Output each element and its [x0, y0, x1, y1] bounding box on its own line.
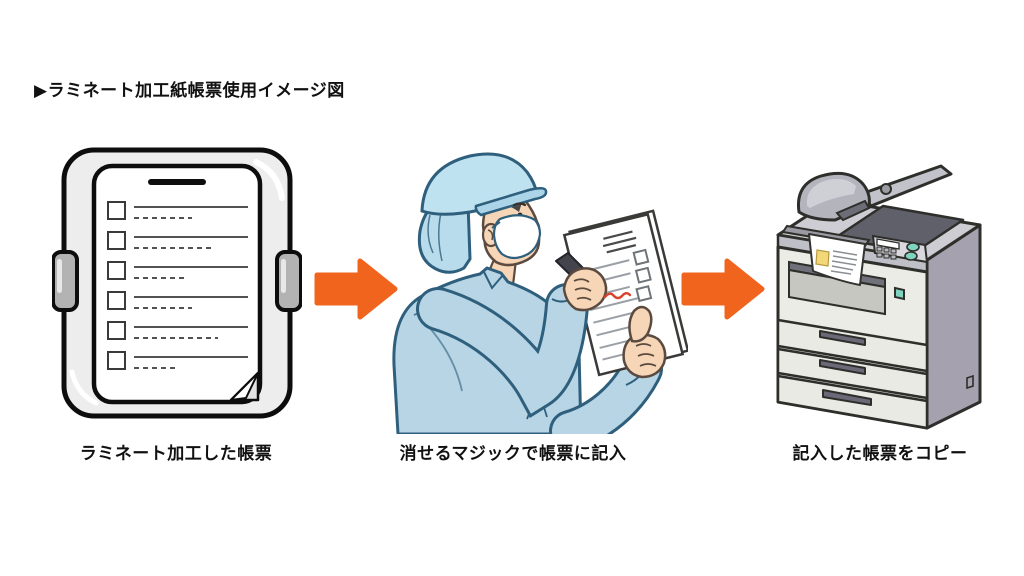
- eyebrow: [512, 202, 527, 207]
- left-hand: [622, 305, 667, 379]
- clip-left: [52, 250, 79, 312]
- right-hand: [562, 267, 608, 312]
- diagram-title: ▶ラミネート加工紙帳票使用イメージ図: [34, 81, 345, 100]
- drawer-handle: [819, 330, 866, 346]
- pouch-sheen: [253, 159, 285, 201]
- panel-display: [876, 238, 900, 250]
- copier-illustration: [776, 164, 982, 430]
- laminated-form-illustration: [52, 147, 302, 419]
- paper-drawers: [776, 318, 929, 430]
- flow-arrow-icon: [314, 258, 398, 320]
- person-writing-illustration: [392, 152, 688, 434]
- cap-brim: [474, 187, 548, 217]
- flow-arrow-icon: [681, 258, 765, 320]
- face-mask: [492, 214, 542, 260]
- drawer: [776, 347, 929, 400]
- form-page: [91, 163, 263, 405]
- control-panel: [871, 234, 929, 264]
- form-rows: [107, 201, 248, 370]
- arrow-shape: [681, 258, 765, 320]
- drawer: [776, 318, 929, 373]
- clip-right: [275, 250, 302, 312]
- power-button: [894, 286, 905, 301]
- step-caption: ラミネート加工した帳票: [79, 444, 273, 463]
- arrow-shape: [314, 258, 398, 320]
- page-photo-box: [815, 249, 830, 267]
- form-title-bar: [148, 179, 206, 185]
- side-latch: [966, 374, 974, 390]
- folded-corner: [229, 371, 260, 402]
- keypad: [876, 246, 897, 260]
- red-ink-squiggle: [603, 292, 632, 300]
- document-feeder: [796, 164, 953, 222]
- person-head: [417, 152, 548, 274]
- drawer-handle: [819, 359, 866, 375]
- thumb: [628, 305, 653, 343]
- step-caption: 記入した帳票をコピー: [792, 444, 968, 463]
- step-caption: 消せるマジックで帳票に記入: [399, 444, 627, 463]
- copy-button: [904, 251, 918, 261]
- drawer-handle: [822, 389, 872, 406]
- feeder-input-tray: [859, 164, 953, 208]
- printed-copy-page: [808, 233, 866, 286]
- form-checkboxes: [632, 248, 653, 303]
- start-button: [906, 242, 920, 252]
